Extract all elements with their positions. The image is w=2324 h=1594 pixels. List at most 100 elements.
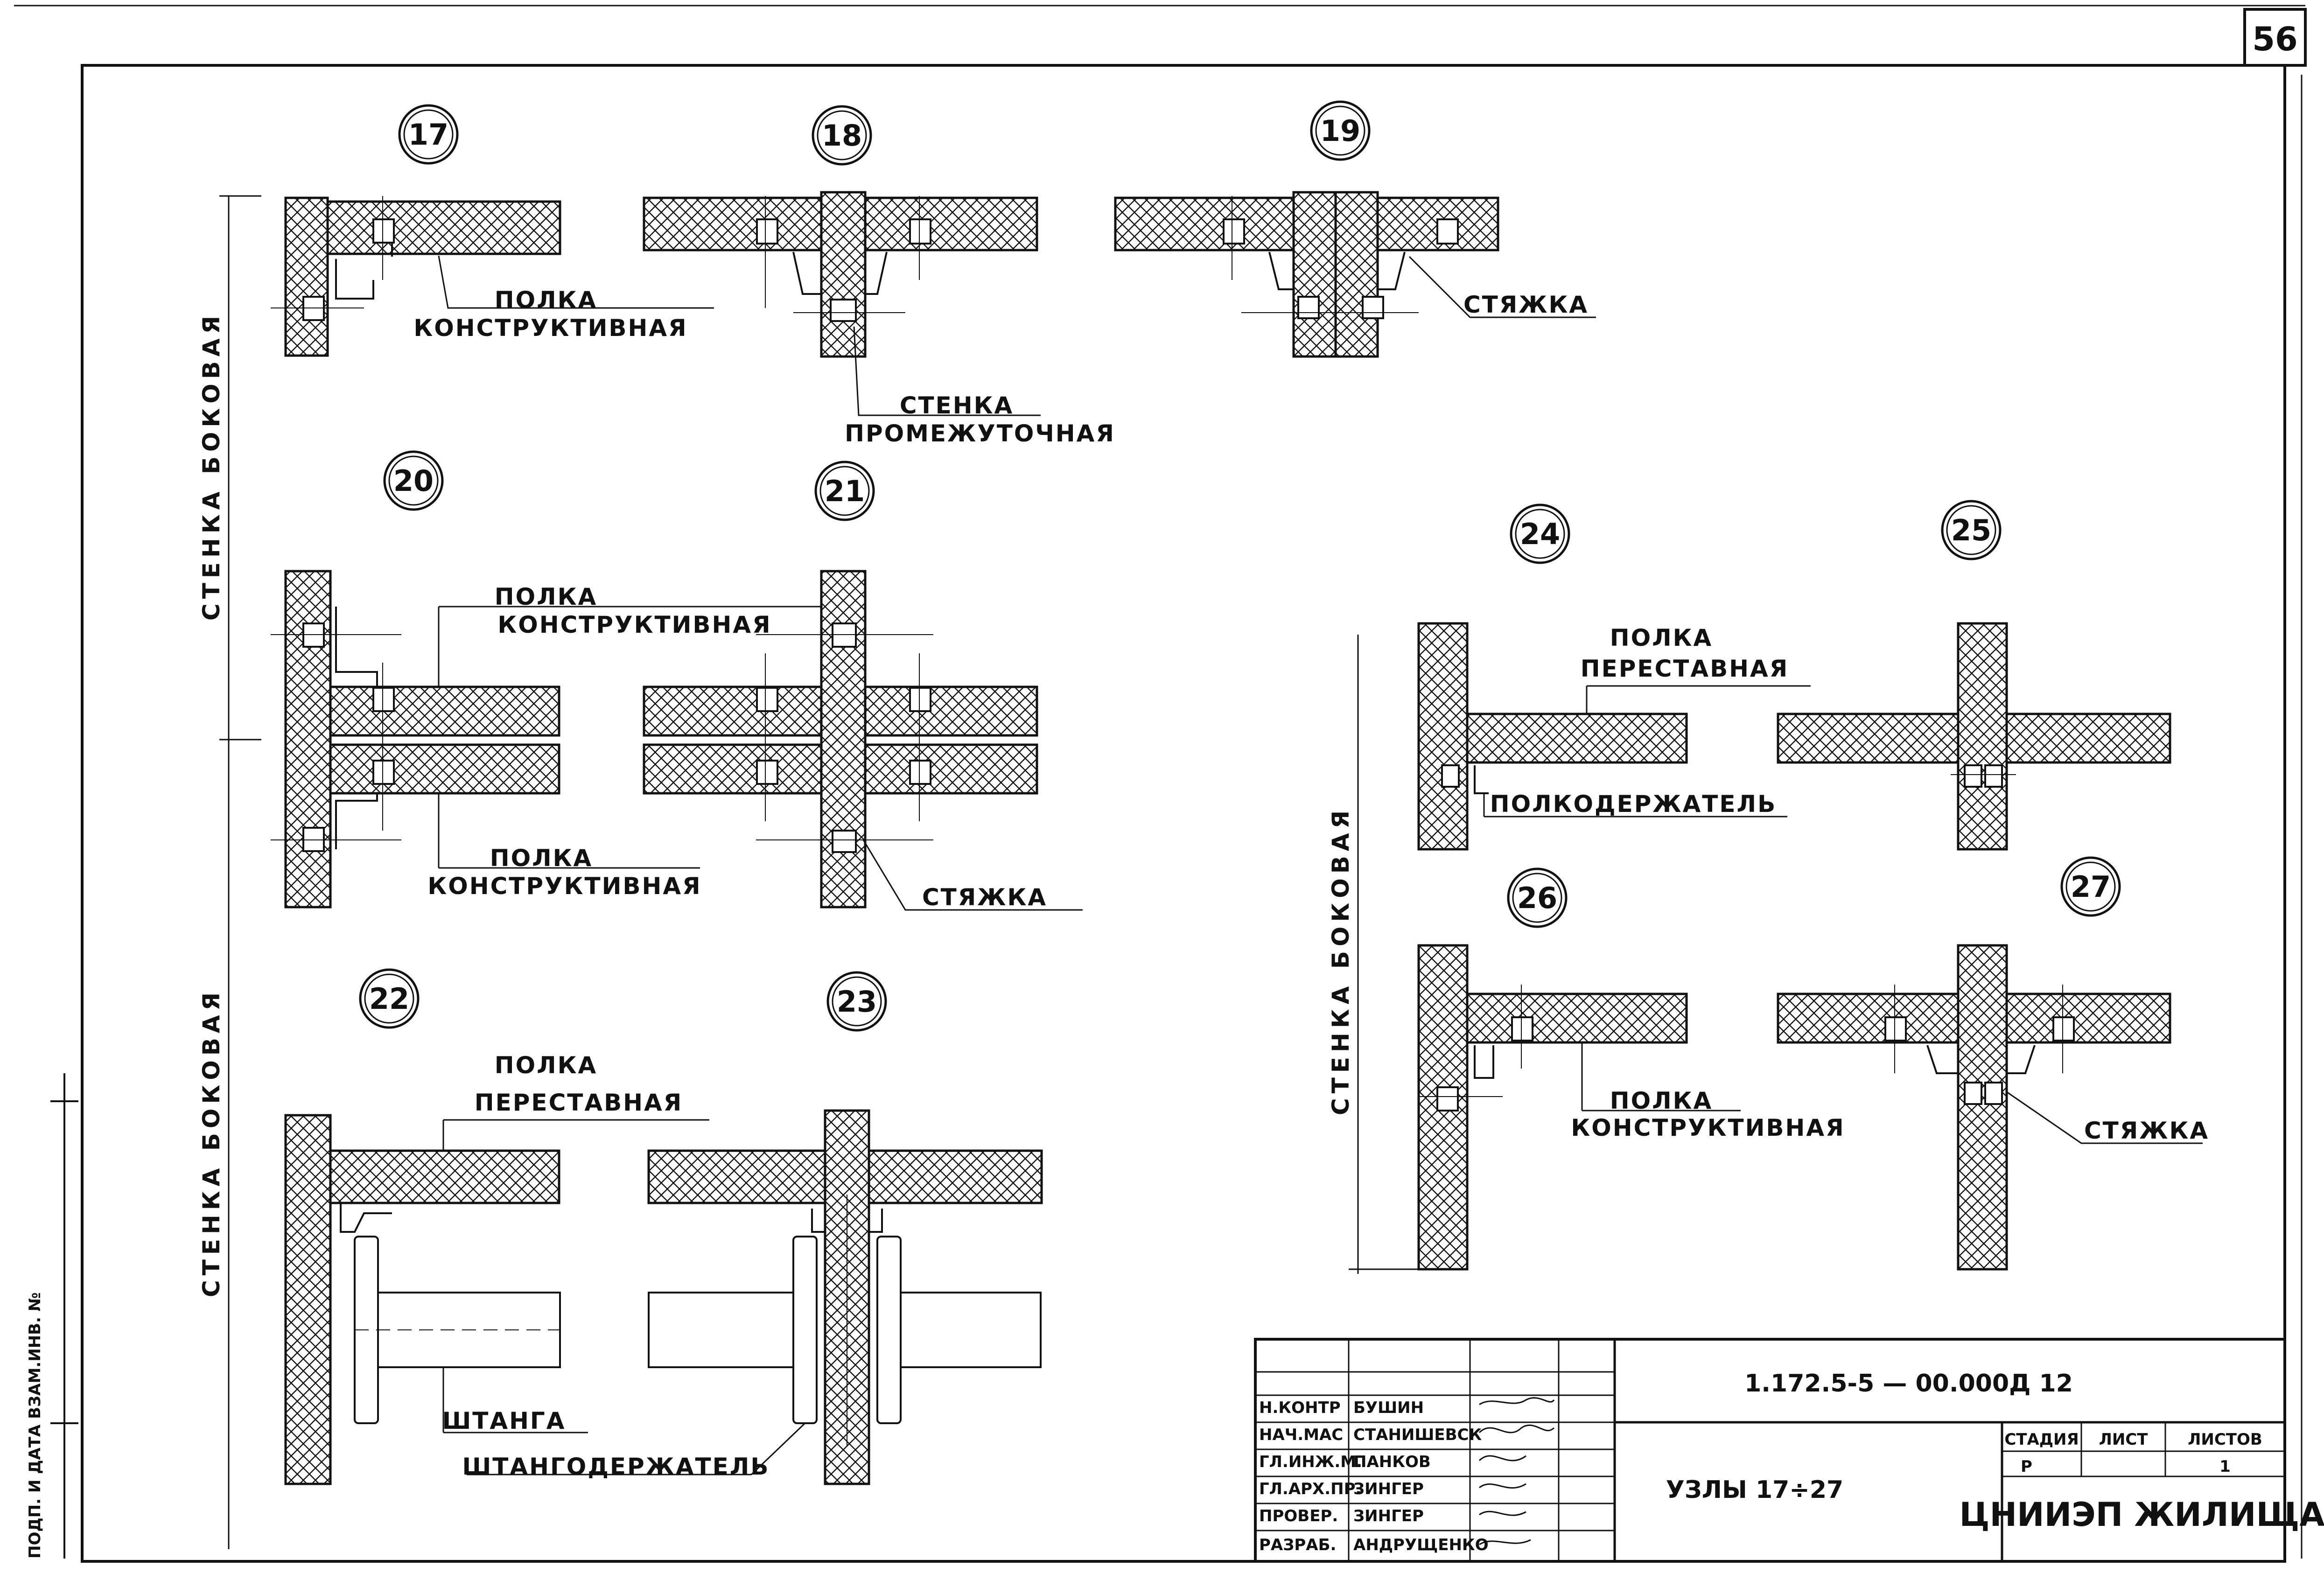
callout-label: КОНСТРУКТИВНАЯ [1571, 1114, 1845, 1141]
sheet-number-box [2243, 8, 2307, 67]
node-number: 23 [837, 985, 877, 1019]
node-marker [359, 968, 420, 1029]
sheet-frame: 56 [14, 5, 2307, 1563]
callout-label: ПЕРЕСТАВНАЯ [475, 1089, 683, 1116]
node-marker [1310, 100, 1371, 161]
sheet-number: 56 [2252, 20, 2297, 58]
staff-role: ПРОВЕР. [1259, 1507, 1338, 1525]
rod [648, 1292, 794, 1368]
callout-label: ШТАНГОДЕРЖАТЕЛЬ [462, 1453, 770, 1480]
wall-panel [1417, 622, 1469, 851]
shelf-panel [326, 200, 561, 255]
callout-label: ПОЛКОДЕРЖАТЕЛЬ [1490, 790, 1777, 818]
document-code: 1.172.5-5 — 00.000Д 12 [1744, 1370, 2073, 1398]
staff-role: НАЧ.МАС [1259, 1426, 1343, 1444]
node-number: 27 [2071, 870, 2111, 904]
partition-panel [820, 570, 867, 909]
callout-label: КОНСТРУКТИВНАЯ [497, 611, 771, 638]
staff-name: СТАНИШЕВСК [1353, 1426, 1482, 1444]
node-26: 26 ПОЛКА КОНСТРУКТИВНАЯ [1417, 867, 1845, 1271]
staff-name: ПАНКОВ [1353, 1453, 1431, 1471]
node-marker [383, 450, 444, 511]
staff-role: РАЗРАБ. [1259, 1536, 1336, 1554]
node-marker [826, 971, 887, 1032]
staff-role: ГЛ.АРХ.ПР. [1259, 1480, 1361, 1498]
shelf-panel [329, 1149, 560, 1204]
node-number: 25 [1951, 513, 1991, 547]
sheets-header: ЛИСТОВ [2188, 1430, 2262, 1449]
staff-name: ЗИНГЕР [1353, 1507, 1424, 1525]
drawing-title: УЗЛЫ 17÷27 [1666, 1476, 1844, 1504]
shelf-panel [329, 685, 560, 737]
callout-label: ПОЛКА [495, 287, 597, 314]
node-marker [398, 104, 459, 165]
callout-label: СТЕНКА [900, 392, 1014, 419]
node-marker [1941, 500, 2002, 560]
callout-label: СТЯЖКА [2084, 1117, 2209, 1144]
wall-panel [1334, 191, 1379, 358]
callout-label: ПОЛКА [495, 583, 597, 610]
node-19: 19 СТЯЖКА [1114, 100, 1596, 358]
node-number: 20 [393, 464, 434, 498]
node-marker [1510, 503, 1570, 564]
callout-label: СТЯЖКА [1463, 291, 1589, 318]
node-17: 17 ПОЛКА КОНСТРУКТИВНАЯ [271, 104, 714, 357]
side-wall-label-top: СТЕНКА БОКОВАЯ [198, 311, 225, 621]
node-20: 20 ПОЛКА КОНСТРУКТИВНАЯ ПОЛКА КОНСТРУКТИ… [271, 450, 831, 909]
node-number: 24 [1520, 517, 1560, 551]
shelf-panel [1466, 713, 1688, 764]
callout-label: КОНСТРУКТИВНАЯ [413, 315, 687, 342]
node-number: 18 [822, 119, 862, 153]
rod-holder [876, 1236, 902, 1424]
rod [900, 1292, 1042, 1368]
callout-label: ПЕРЕСТАВНАЯ [1581, 655, 1789, 682]
staff-role: Н.КОНТР [1259, 1398, 1341, 1417]
node-marker [814, 461, 875, 521]
node-27: 27 СТЯЖКА [1777, 856, 2209, 1271]
node-number: 19 [1320, 114, 1360, 148]
staff-name: АНДРУЩЕНКО [1353, 1536, 1489, 1554]
callout-label: ПОЛКА [490, 845, 593, 872]
node-22: 22 ШТАНГА ПОЛКА ПЕРЕСТАВНАЯ [284, 968, 709, 1485]
wall-panel [284, 1114, 332, 1485]
side-wall-label-right: СТЕНКА БОКОВАЯ [1327, 806, 1354, 1115]
callout-label: ПРОМЕЖУТОЧНАЯ [845, 420, 1115, 447]
organization: ЦНИИЭП ЖИЛИЩА [1960, 1496, 2324, 1534]
stage-value: Р [2021, 1457, 2032, 1476]
staff-name: ЗИНГЕР [1353, 1480, 1424, 1498]
margin-stamp-text: ПОДП. И ДАТА ВЗАМ.ИНВ. № [26, 1292, 44, 1559]
node-24: 24 ПОЛКОДЕРЖАТЕЛЬ ПОЛКА ПЕРЕСТАВНАЯ [1417, 503, 1811, 851]
node-number: 21 [825, 474, 865, 508]
node-23: 23 ШТАНГОДЕРЖАТЕЛЬ [462, 971, 1043, 1485]
wall-panel [284, 196, 329, 357]
shelf-panel [1466, 993, 1688, 1044]
callout-label: СТЯЖКА [922, 884, 1047, 911]
node-25: 25 [1777, 500, 2171, 851]
partition-panel [1957, 622, 2008, 851]
rod-holder [792, 1236, 818, 1424]
node-marker [1507, 867, 1568, 928]
margin-stamp: ПОДП. И ДАТА ВЗАМ.ИНВ. № [26, 1073, 78, 1559]
wall-panel [284, 570, 332, 909]
stage-header: СТАДИЯ [2004, 1430, 2079, 1449]
staff-role: ГЛ.ИНЖ.М. [1259, 1453, 1362, 1471]
callout-label: ПОЛКА [495, 1052, 597, 1079]
staff-name: БУШИН [1353, 1398, 1424, 1417]
wall-panel [1292, 191, 1337, 358]
sheets-total: 1 [2219, 1457, 2231, 1476]
shelf-panel [329, 743, 560, 795]
callout-label: ПОЛКА [1610, 624, 1713, 651]
node-marker [2060, 856, 2121, 917]
node-marker [812, 105, 872, 166]
sheet-header: ЛИСТ [2099, 1430, 2149, 1449]
node-18: 18 СТЕНКА ПРОМЕЖУТОЧНАЯ [643, 105, 1115, 447]
title-block: 1.172.5-5 — 00.000Д 12 УЗЛЫ 17÷27 ЦНИИЭП… [1254, 1338, 2324, 1563]
partition-panel [1957, 944, 2008, 1271]
side-wall-right: СТЕНКА БОКОВАЯ [1327, 635, 1423, 1274]
callout-label: КОНСТРУКТИВНАЯ [427, 873, 701, 900]
partition-panel [820, 191, 867, 358]
callout-label: ПОЛКА [1610, 1087, 1713, 1114]
side-wall-left: СТЕНКА БОКОВАЯ СТЕНКА БОКОВАЯ [198, 195, 261, 1549]
node-21: 21 СТЯЖКА [643, 461, 1083, 911]
